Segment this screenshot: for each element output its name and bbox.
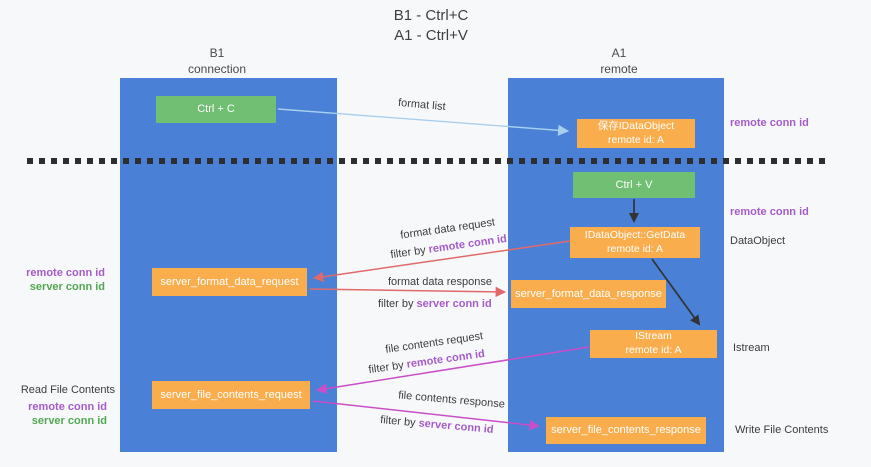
label-format-data-response: format data response — [388, 276, 492, 288]
node-istream: IStream remote id: A — [590, 330, 717, 358]
node-ctrl-c: Ctrl + C — [156, 96, 276, 123]
filter-key-server: server conn id — [416, 298, 492, 310]
node-server-format-data-response: server_format_data_response — [511, 280, 666, 308]
copy-paste-divider — [27, 158, 830, 164]
filter-prefix: filter by — [389, 243, 430, 262]
lane-a1-role: remote — [600, 61, 638, 76]
ctrl-c-label: Ctrl + C — [197, 103, 235, 116]
annotation-remote-conn-id-left: remote conn id — [26, 267, 105, 279]
annotation-left-conn-ids: remote conn id server conn id — [10, 266, 105, 294]
title-line-2: A1 - Ctrl+V — [394, 26, 468, 44]
annotation-remote-conn-id-left-2: remote conn id — [28, 401, 107, 413]
istream-line2: remote id: A — [625, 344, 682, 356]
node-save-idataobject: 保存IDataObject remote id: A — [577, 119, 695, 148]
server-file-contents-request-label: server_file_contents_request — [160, 388, 302, 401]
server-format-data-response-label: server_format_data_response — [515, 287, 662, 300]
filter-prefix: filter by — [379, 414, 420, 430]
title-line-1: B1 - Ctrl+C — [393, 7, 469, 24]
annotation-dataobject: DataObject — [730, 235, 786, 247]
filter-prefix: filter by — [367, 358, 408, 377]
label-file-contents-response-filter: filter by server conn id — [380, 414, 494, 436]
node-server-file-contents-response: server_file_contents_response — [546, 417, 706, 444]
istream-line1: IStream — [635, 330, 672, 343]
getdata-line2: remote id: A — [606, 242, 664, 255]
label-format-list: format list — [397, 96, 447, 114]
lane-b1-role: connection — [187, 61, 247, 76]
node-server-format-data-request: server_format_data_request — [152, 268, 307, 296]
filter-prefix: filter by — [378, 298, 417, 310]
annotation-write-file-contents: Write File Contents — [735, 424, 829, 436]
filter-key-remote: remote conn id — [427, 232, 508, 256]
getdata-line1: IDataObject::GetData — [584, 228, 686, 241]
annotation-left-conn-ids-2: remote conn id server conn id — [10, 400, 107, 428]
annotation-server-conn-id-left-2: server conn id — [31, 415, 107, 427]
save-idataobject-line1: 保存IDataObject — [597, 119, 675, 132]
annotation-server-conn-id-left: server conn id — [29, 281, 105, 293]
server-format-data-request-label: server_format_data_request — [160, 275, 299, 288]
arrow-format-data-response — [309, 286, 507, 298]
label-format-data-response-filter: filter by server conn id — [378, 298, 492, 310]
save-idataobject-line2: remote id: A — [607, 133, 665, 146]
ctrl-v-label: Ctrl + V — [615, 178, 653, 191]
label-file-contents-response: file contents response — [397, 389, 506, 411]
server-file-contents-response-label: server_file_contents_response — [551, 424, 701, 437]
annotation-istream: Istream — [733, 342, 770, 354]
lane-b1-name: B1 — [209, 46, 225, 60]
annotation-remote-conn-id-mid: remote conn id — [730, 206, 809, 218]
lane-header-b1: B1 connection — [147, 46, 287, 77]
annotation-remote-conn-id-top: remote conn id — [730, 117, 809, 129]
node-server-file-contents-request: server_file_contents_request — [152, 381, 310, 409]
annotation-read-file-contents: Read File Contents — [20, 384, 115, 396]
node-ctrl-v: Ctrl + V — [573, 172, 695, 198]
filter-key-server: server conn id — [418, 417, 495, 436]
lane-header-a1: A1 remote — [549, 46, 689, 77]
diagram-title: B1 - Ctrl+C A1 - Ctrl+V — [0, 6, 862, 46]
lane-a1-name: A1 — [611, 46, 627, 60]
node-idataobject-getdata: IDataObject::GetData remote id: A — [570, 227, 700, 258]
